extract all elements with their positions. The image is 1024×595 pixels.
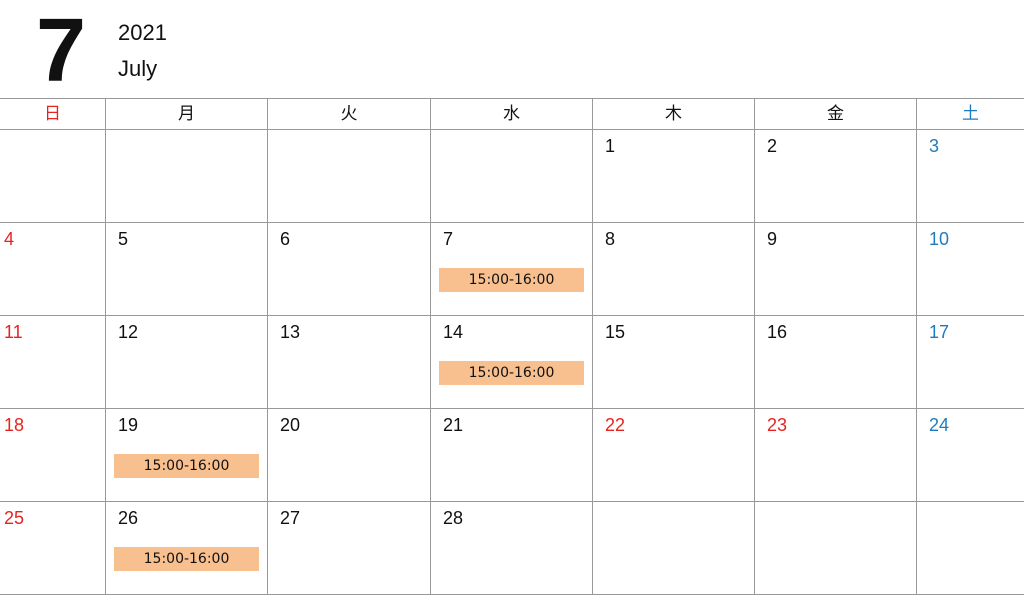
day-number: 11: [4, 322, 23, 342]
day-cell[interactable]: 23: [755, 409, 917, 502]
day-number: 8: [605, 229, 616, 249]
day-number: 28: [443, 508, 464, 528]
day-cell[interactable]: 7 15:00-16:00: [431, 223, 593, 316]
day-number: 14: [443, 322, 464, 342]
day-cell[interactable]: 15: [593, 316, 755, 409]
day-cell[interactable]: 17: [917, 316, 1024, 409]
day-number: 15: [605, 322, 626, 342]
day-cell[interactable]: 22: [593, 409, 755, 502]
day-cell[interactable]: 16: [755, 316, 917, 409]
day-cell[interactable]: 14 15:00-16:00: [431, 316, 593, 409]
weekday-header: 木: [593, 99, 755, 130]
weekday-header: 土: [917, 99, 1024, 130]
day-number: 10: [929, 229, 950, 249]
day-cell[interactable]: 2: [755, 130, 917, 223]
event-bar[interactable]: 15:00-16:00: [439, 361, 584, 385]
day-number: 17: [929, 322, 950, 342]
day-number: 2: [767, 136, 778, 156]
weekday-header: 日: [0, 99, 106, 130]
day-cell[interactable]: [0, 130, 106, 223]
event-bar[interactable]: 15:00-16:00: [439, 268, 584, 292]
day-number: 13: [280, 322, 301, 342]
weekday-header: 月: [106, 99, 268, 130]
day-number: 5: [118, 229, 129, 249]
day-cell[interactable]: 1: [593, 130, 755, 223]
year: 2021: [118, 20, 167, 45]
day-cell[interactable]: [917, 502, 1024, 595]
day-number: 12: [118, 322, 139, 342]
day-cell[interactable]: 19 15:00-16:00: [106, 409, 268, 502]
day-cell[interactable]: 18: [0, 409, 106, 502]
day-cell[interactable]: [431, 130, 593, 223]
day-number: 25: [4, 508, 25, 528]
day-number: 18: [4, 415, 25, 435]
month-number: 7: [36, 1, 87, 101]
day-number: 21: [443, 415, 464, 435]
day-number: 20: [280, 415, 301, 435]
day-cell[interactable]: 27: [268, 502, 431, 595]
weekday-header: 水: [431, 99, 593, 130]
day-number: 26: [118, 508, 139, 528]
day-cell[interactable]: 21: [431, 409, 593, 502]
day-cell[interactable]: 20: [268, 409, 431, 502]
day-number: 23: [767, 415, 788, 435]
day-number: 6: [280, 229, 291, 249]
day-cell[interactable]: [106, 130, 268, 223]
day-number: 24: [929, 415, 950, 435]
weekday-header: 火: [268, 99, 431, 130]
day-cell[interactable]: 24: [917, 409, 1024, 502]
day-number: 1: [605, 136, 616, 156]
weekday-header: 金: [755, 99, 917, 130]
day-cell[interactable]: [593, 502, 755, 595]
day-number: 7: [443, 229, 454, 249]
day-number: 22: [605, 415, 626, 435]
event-bar[interactable]: 15:00-16:00: [114, 454, 259, 478]
day-cell[interactable]: 26 15:00-16:00: [106, 502, 268, 595]
day-cell[interactable]: 4: [0, 223, 106, 316]
day-cell[interactable]: 11: [0, 316, 106, 409]
day-number: 19: [118, 415, 139, 435]
day-cell[interactable]: 5: [106, 223, 268, 316]
day-cell[interactable]: 12: [106, 316, 268, 409]
day-cell[interactable]: 3: [917, 130, 1024, 223]
day-number: 27: [280, 508, 301, 528]
day-cell[interactable]: 8: [593, 223, 755, 316]
day-cell[interactable]: [268, 130, 431, 223]
day-number: 9: [767, 229, 778, 249]
day-cell[interactable]: 6: [268, 223, 431, 316]
day-number: 3: [929, 136, 940, 156]
day-number: 4: [4, 229, 15, 249]
month-name: July: [118, 56, 158, 81]
event-bar[interactable]: 15:00-16:00: [114, 547, 259, 571]
day-cell[interactable]: 25: [0, 502, 106, 595]
day-cell[interactable]: 28: [431, 502, 593, 595]
day-number: 16: [767, 322, 788, 342]
day-cell[interactable]: 13: [268, 316, 431, 409]
day-cell[interactable]: [755, 502, 917, 595]
day-cell[interactable]: 9: [755, 223, 917, 316]
day-cell[interactable]: 10: [917, 223, 1024, 316]
